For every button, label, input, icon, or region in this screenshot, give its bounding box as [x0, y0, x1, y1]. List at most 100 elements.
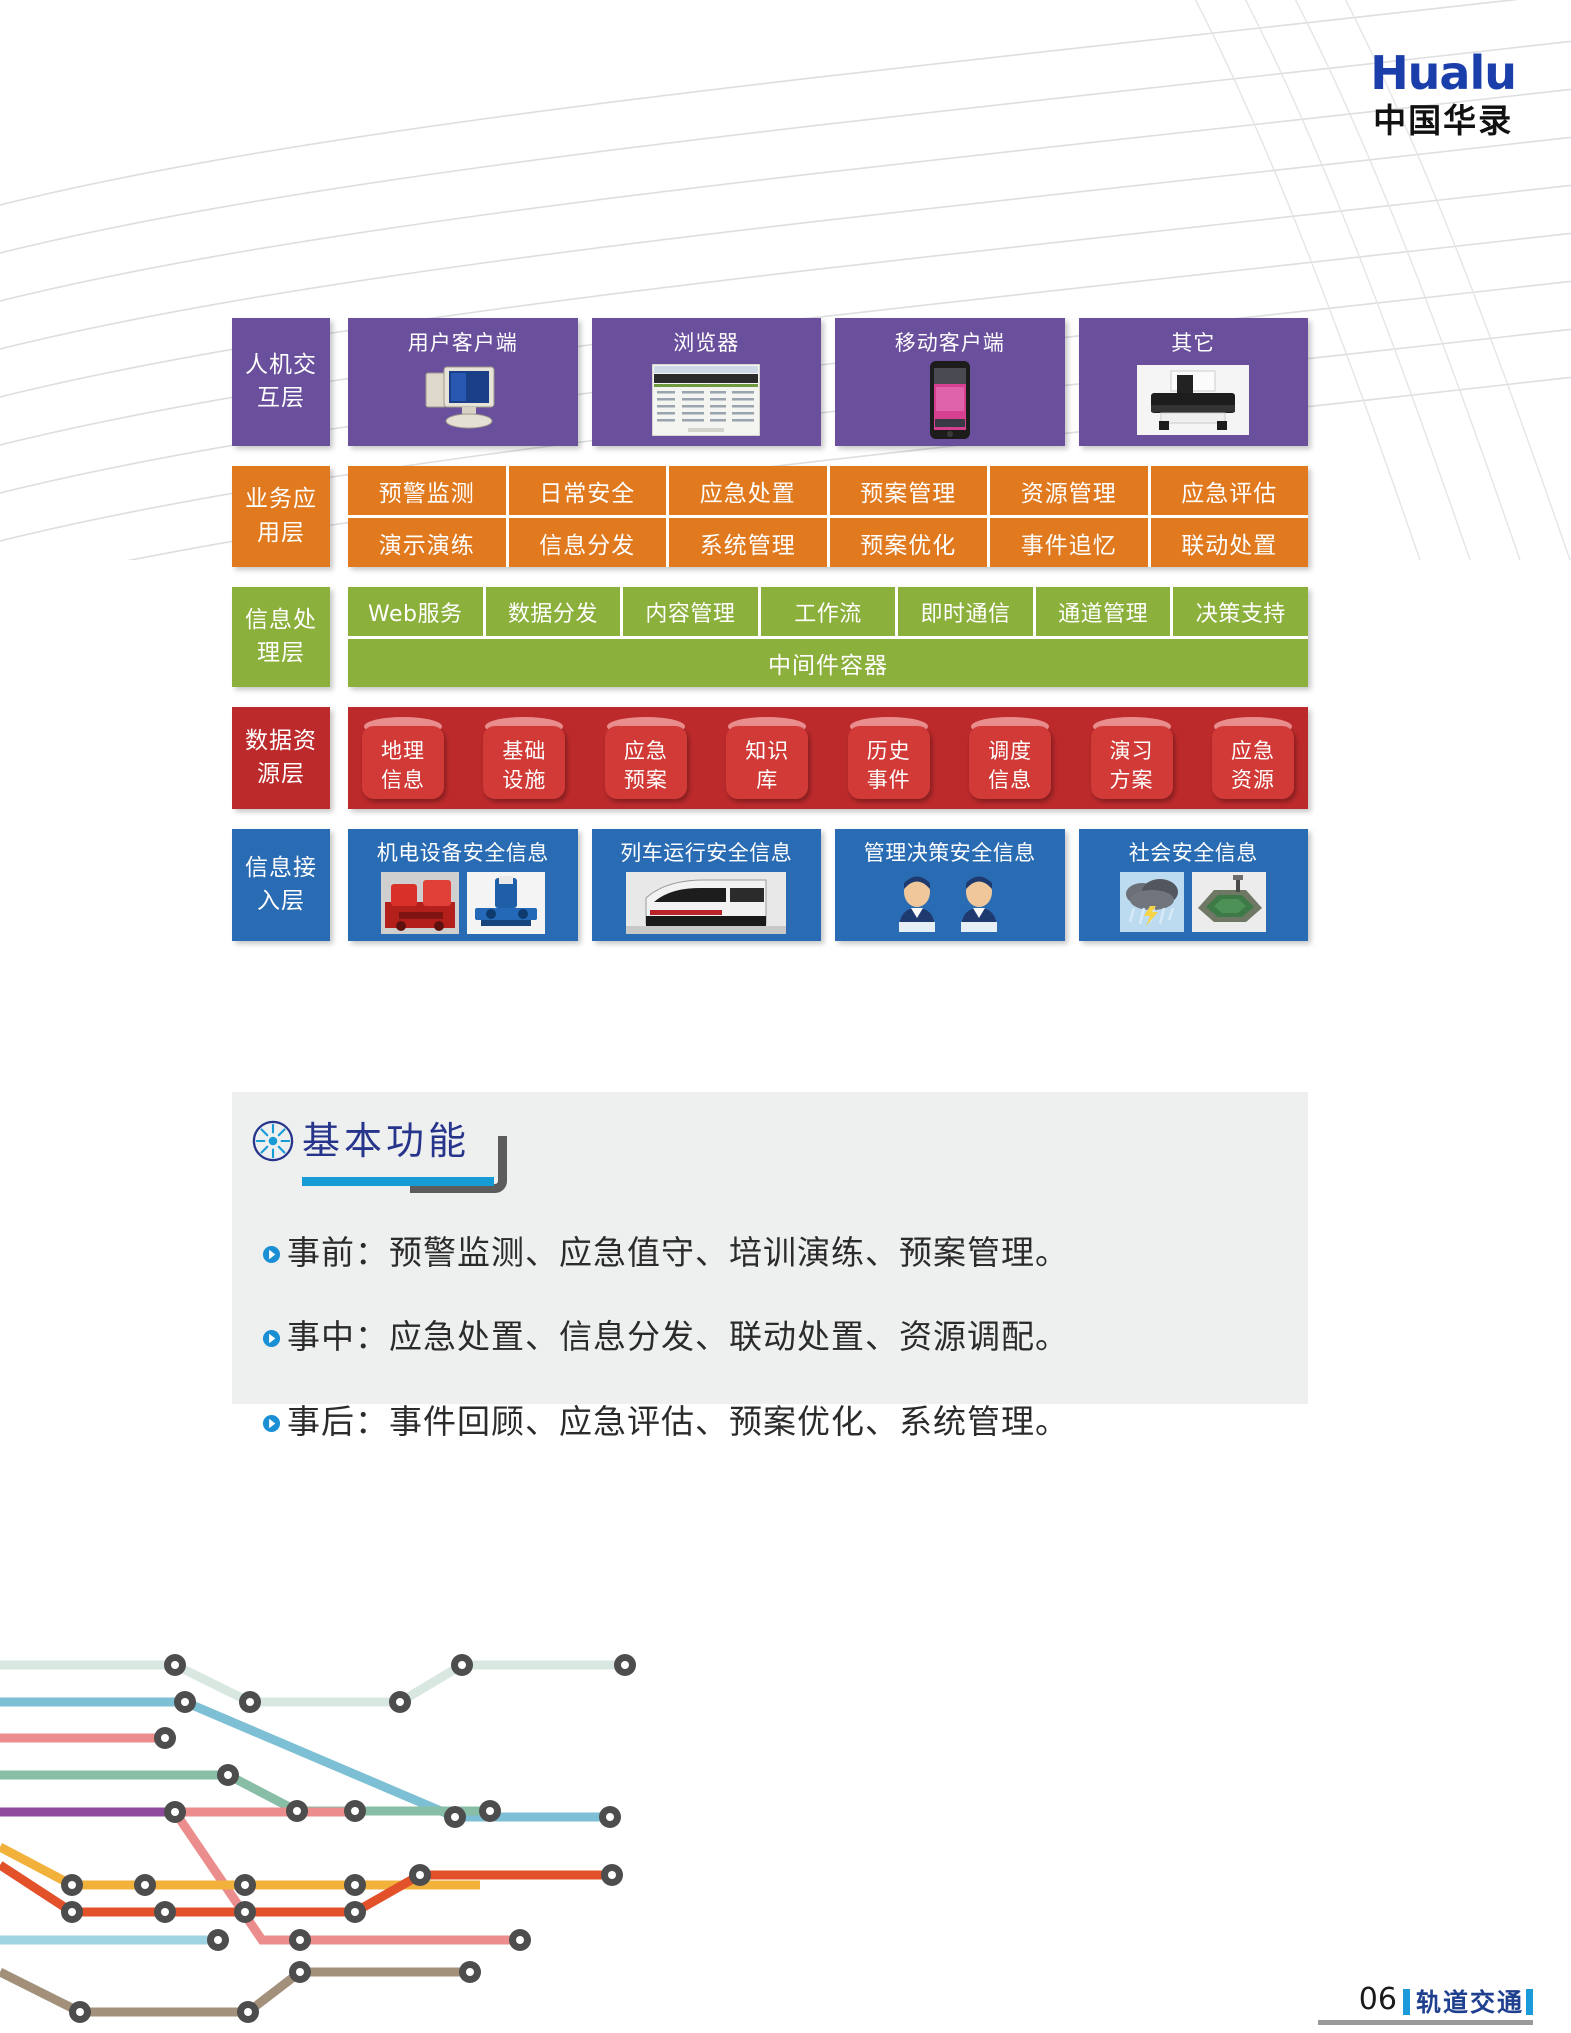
layer-label-line2: 入层 — [257, 888, 305, 914]
layer-row-info-access: 信息接 入层 机电设备安全信息 — [232, 829, 1308, 941]
client-card-mobile-client[interactable]: 移动客户端 — [835, 318, 1065, 446]
access-card-train[interactable]: 列车运行安全信息 — [591, 829, 821, 941]
panel-title: 基本功能 — [302, 1119, 471, 1163]
panel-header: 基本功能 — [252, 1120, 470, 1162]
starburst-icon — [252, 1120, 294, 1162]
layer-label-line1: 业务应 — [245, 486, 317, 513]
cylinder-body: 应急 资源 — [1211, 726, 1294, 799]
basic-function-panel: 基本功能 事前：预警监测、应急值守、培训演练、预案管理。 事中：应急处置、信息分… — [232, 1092, 1308, 1441]
database-cylinder[interactable]: 应急 预案 — [604, 717, 687, 799]
access-card-thumbs — [626, 872, 787, 934]
layer-label-line1: 人机交 — [245, 351, 317, 378]
footer-section-label: 轨道交通 — [1415, 1988, 1524, 2017]
database-cylinder[interactable]: 应急 资源 — [1211, 717, 1294, 799]
layer-row-business: 业务应 用层 预警监测 日常安全 应急处置 预案管理 资源管理 应急评估 演示演… — [232, 466, 1308, 567]
database-cylinder[interactable]: 基础 设施 — [483, 717, 566, 799]
database-cylinder[interactable]: 调度 信息 — [969, 717, 1052, 799]
cylinder-label-line1: 应急 — [623, 739, 668, 764]
storm-cloud-icon — [1120, 872, 1185, 932]
layer-label-hci: 人机交 互层 — [232, 318, 330, 446]
client-card-label: 其它 — [1171, 331, 1216, 355]
layer-label-line1: 信息处 — [245, 606, 317, 633]
cylinder-label-line2: 预案 — [623, 767, 668, 792]
cylinder-body: 演习 方案 — [1090, 726, 1173, 799]
layer-row-info-process: 信息处 理层 Web服务 数据分发 内容管理 工作流 即时通信 通道管理 决策支… — [232, 587, 1308, 687]
cylinder-body: 调度 信息 — [969, 726, 1052, 799]
business-module[interactable]: 应急处置 — [669, 466, 827, 515]
layer-label-data-resource: 数据资 源层 — [232, 707, 330, 809]
smartphone-icon — [926, 361, 974, 439]
cylinder-body: 历史 事件 — [847, 726, 930, 799]
layer-items-info-process: Web服务 数据分发 内容管理 工作流 即时通信 通道管理 决策支持 中间件容器 — [348, 587, 1308, 687]
list-item-text: 事前：预警监测、应急值守、培训演练、预案管理。 — [287, 1233, 1069, 1272]
database-cylinder[interactable]: 历史 事件 — [847, 717, 930, 799]
cylinder-label-line1: 调度 — [988, 739, 1033, 764]
layer-items-data-resource: 地理 信息 基础 设施 应急 预案 — [348, 707, 1308, 809]
footer: 06 轨道交通 — [1359, 1985, 1533, 2015]
access-card-social[interactable]: 社会安全信息 — [1078, 829, 1308, 941]
title-bracket-decoration — [410, 1136, 507, 1193]
middleware-service[interactable]: 工作流 — [760, 587, 896, 636]
list-item-text: 事中：应急处置、信息分发、联动处置、资源调配。 — [287, 1317, 1069, 1357]
layer-items-hci: 用户客户端 浏览器 — [348, 318, 1308, 446]
cylinder-body: 应急 预案 — [604, 726, 687, 799]
business-module[interactable]: 应急评估 — [1150, 466, 1308, 515]
bullet-arrow-icon — [262, 1414, 281, 1432]
metro-lines-decoration — [0, 1654, 636, 2023]
business-module[interactable]: 预警监测 — [348, 466, 506, 515]
access-card-label: 机电设备安全信息 — [376, 841, 549, 865]
layer-items-business: 预警监测 日常安全 应急处置 预案管理 资源管理 应急评估 演示演练 信息分发 … — [348, 466, 1308, 567]
metro-station-group — [61, 1654, 636, 2023]
layer-row-hci: 人机交 互层 用户客户端 — [232, 318, 1308, 446]
access-card-thumbs — [874, 872, 1025, 932]
footer-rule — [1318, 2020, 1533, 2025]
footer-divider-bar — [1402, 1989, 1410, 2015]
database-cylinder[interactable]: 知识 库 — [726, 717, 809, 799]
blue-pump-icon — [466, 872, 545, 934]
cylinder-label-line1: 地理 — [381, 739, 425, 764]
middleware-service[interactable]: 决策支持 — [1173, 587, 1308, 636]
cylinder-label-line2: 信息 — [988, 767, 1033, 792]
layer-label-line2: 互层 — [257, 385, 305, 411]
business-module[interactable]: 预案管理 — [829, 466, 987, 515]
business-module[interactable]: 联动处置 — [1150, 518, 1308, 567]
middleware-service[interactable]: 数据分发 — [485, 587, 621, 636]
architecture-diagram: 人机交 互层 用户客户端 — [232, 318, 1308, 961]
layer-label-line1: 数据资 — [245, 727, 317, 754]
access-card-equipment[interactable]: 机电设备安全信息 — [348, 829, 578, 941]
middleware-service-row: Web服务 数据分发 内容管理 工作流 即时通信 通道管理 决策支持 — [348, 587, 1308, 636]
layer-label-info-access: 信息接 入层 — [232, 829, 330, 941]
cylinder-label-line2: 方案 — [1109, 767, 1154, 792]
bullet-arrow-icon — [262, 1330, 281, 1348]
cylinder-label-line1: 应急 — [1230, 739, 1275, 764]
business-module[interactable]: 系统管理 — [669, 518, 827, 567]
access-card-management[interactable]: 管理决策安全信息 — [835, 829, 1065, 941]
train-front-icon — [626, 872, 787, 934]
layer-label-line2: 理层 — [257, 640, 305, 666]
client-card-other[interactable]: 其它 — [1078, 318, 1308, 446]
cylinder-label-line1: 知识 — [745, 739, 790, 764]
client-card-user-client[interactable]: 用户客户端 — [348, 318, 578, 446]
middleware-service[interactable]: 即时通信 — [898, 587, 1033, 636]
database-cylinder[interactable]: 地理 信息 — [362, 717, 444, 799]
database-cylinder[interactable]: 演习 方案 — [1090, 717, 1173, 799]
middleware-service[interactable]: 通道管理 — [1035, 587, 1171, 636]
client-card-label: 浏览器 — [673, 331, 740, 355]
business-module[interactable]: 预案优化 — [829, 518, 987, 567]
title-underline-decoration — [302, 1177, 494, 1186]
cylinder-label-line2: 资源 — [1230, 767, 1275, 792]
client-card-browser[interactable]: 浏览器 — [591, 318, 821, 446]
layer-label-info-process: 信息处 理层 — [232, 587, 330, 687]
business-module[interactable]: 资源管理 — [990, 466, 1148, 515]
stadium-icon — [1192, 872, 1267, 932]
red-machinery-icon — [380, 872, 459, 934]
middleware-service[interactable]: Web服务 — [348, 587, 483, 636]
business-module[interactable]: 事件追忆 — [990, 518, 1148, 567]
staff-person-icon — [874, 872, 1025, 932]
business-module[interactable]: 日常安全 — [508, 466, 666, 515]
middleware-service[interactable]: 内容管理 — [623, 587, 758, 636]
business-module[interactable]: 演示演练 — [348, 518, 506, 567]
layer-label-business: 业务应 用层 — [232, 466, 330, 567]
business-module[interactable]: 信息分发 — [508, 518, 666, 567]
